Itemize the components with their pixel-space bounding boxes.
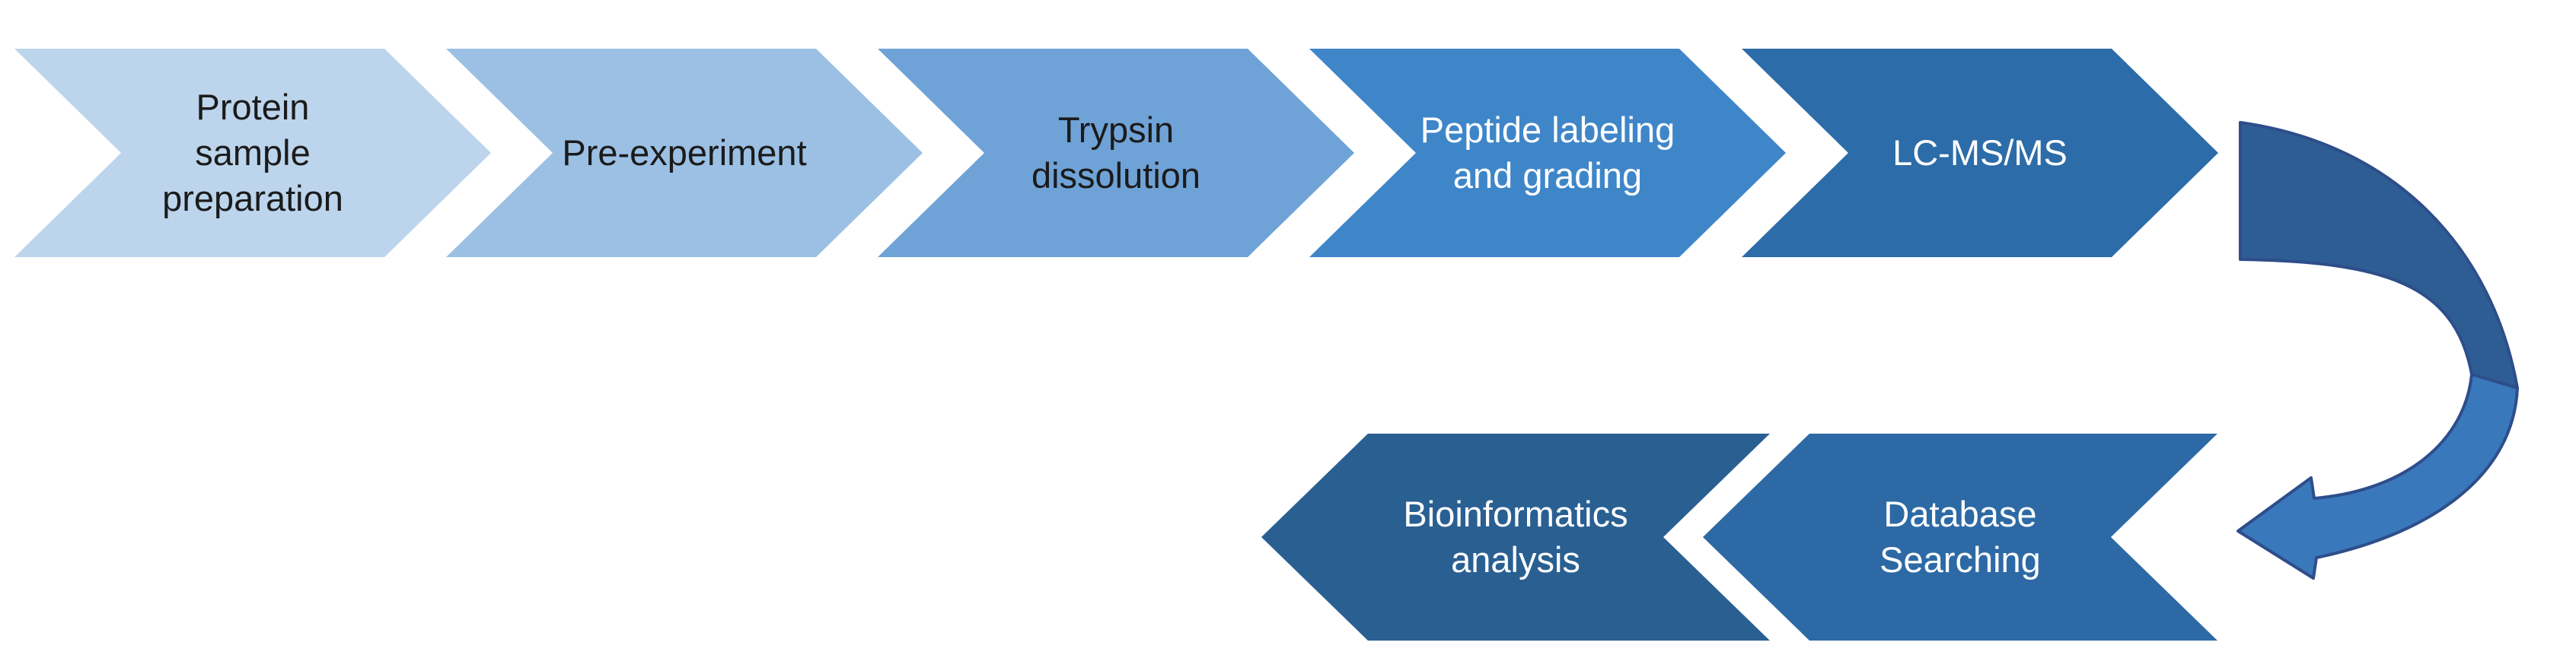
curved-arrow-upper-band [2239, 121, 2519, 390]
chevron-database-searching [1703, 434, 2217, 641]
curved-arrow-lower-band-arrowhead [2236, 373, 2519, 580]
chevron-pre-experiment [446, 49, 923, 257]
chevron-bioinformatics-analysis [1261, 434, 1770, 641]
chevron-trypsin-dissolution [878, 49, 1354, 257]
curved-arrow [2236, 121, 2519, 580]
chevron-protein-sample-preparation [14, 49, 491, 257]
chevron-peptide-labeling-and-grading [1309, 49, 1786, 257]
chevron-lc-ms-ms [1742, 49, 2218, 257]
